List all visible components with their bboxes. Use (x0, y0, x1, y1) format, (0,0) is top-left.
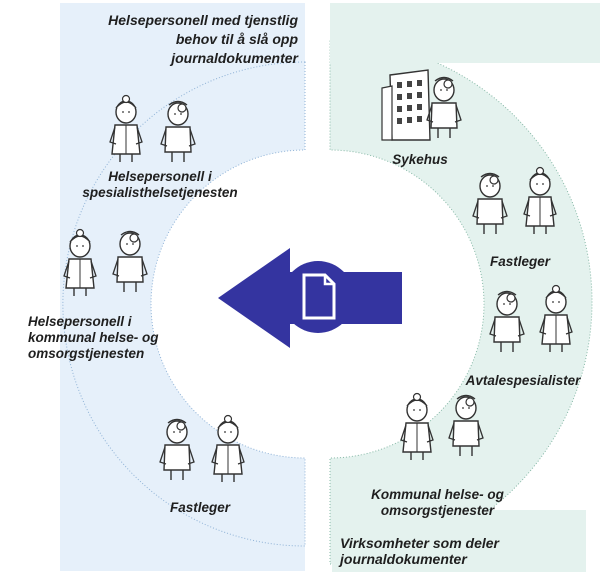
left-header-label: Helsepersonell med tjenstlig behov til å… (108, 12, 298, 66)
right-footer-label: Virksomheter som deler journaldokumenter (340, 535, 499, 567)
right-ring (329, 39, 593, 565)
left-ring (62, 61, 306, 547)
group-label-sykehus: Sykehus (392, 152, 448, 167)
right-footer-box (332, 510, 586, 572)
document-icon (282, 261, 354, 333)
group-label-kommunal-left: Helsepersonell i kommunal helse- og omso… (28, 314, 159, 361)
group-label-avtalespesialister: Avtalespesialister (465, 373, 581, 388)
left-header-box (60, 3, 305, 68)
group-label-kommunal-right: Kommunal helse- og omsorgstjenester (371, 487, 504, 518)
hospital-building-icon (381, 69, 462, 141)
group-label-fastleger-right: Fastleger (489, 254, 551, 269)
right-top-box (330, 3, 600, 63)
group-label-spesialist: Helsepersonell i spesialisthelsetjeneste… (82, 169, 238, 200)
group-label-fastleger-left: Fastleger (169, 500, 231, 515)
